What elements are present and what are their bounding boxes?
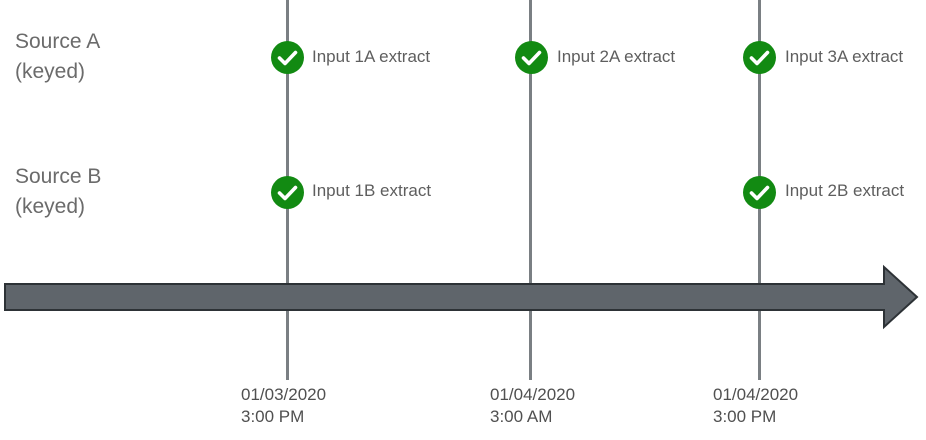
event-label-1b: Input 1B extract: [312, 181, 432, 200]
source-b-label: Source B (keyed): [15, 162, 101, 222]
event-label-3a: Input 3A extract: [785, 47, 904, 66]
check-circle-icon: [743, 176, 776, 209]
timestamp-2-time: 3:00 AM: [490, 407, 553, 426]
source-a-label: Source A (keyed): [15, 27, 100, 87]
event-label-1a: Input 1A extract: [312, 47, 431, 66]
source-b-name: Source B: [15, 165, 102, 188]
timestamp-1: 01/03/2020 3:00 PM: [241, 384, 326, 428]
timestamp-1-time: 3:00 PM: [241, 407, 305, 426]
time-marker-line-2: [529, 0, 532, 380]
timestamp-2-date: 01/04/2020: [490, 385, 576, 404]
event-label-2a: Input 2A extract: [557, 47, 676, 66]
check-circle-icon: [271, 41, 304, 74]
check-circle-icon: [271, 176, 304, 209]
check-circle-icon: [743, 41, 776, 74]
timestamp-3: 01/04/2020 3:00 PM: [713, 384, 798, 428]
timestamp-3-date: 01/04/2020: [713, 385, 799, 404]
timestamp-3-time: 3:00 PM: [713, 407, 777, 426]
source-a-type: (keyed): [15, 60, 86, 83]
timestamp-1-date: 01/03/2020: [241, 385, 327, 404]
timestamp-2: 01/04/2020 3:00 AM: [490, 384, 575, 428]
source-a-name: Source A: [15, 30, 101, 53]
event-label-2b: Input 2B extract: [785, 181, 905, 200]
source-b-type: (keyed): [15, 195, 86, 218]
check-circle-icon: [515, 41, 548, 74]
timeline-arrow-icon: [4, 264, 919, 330]
